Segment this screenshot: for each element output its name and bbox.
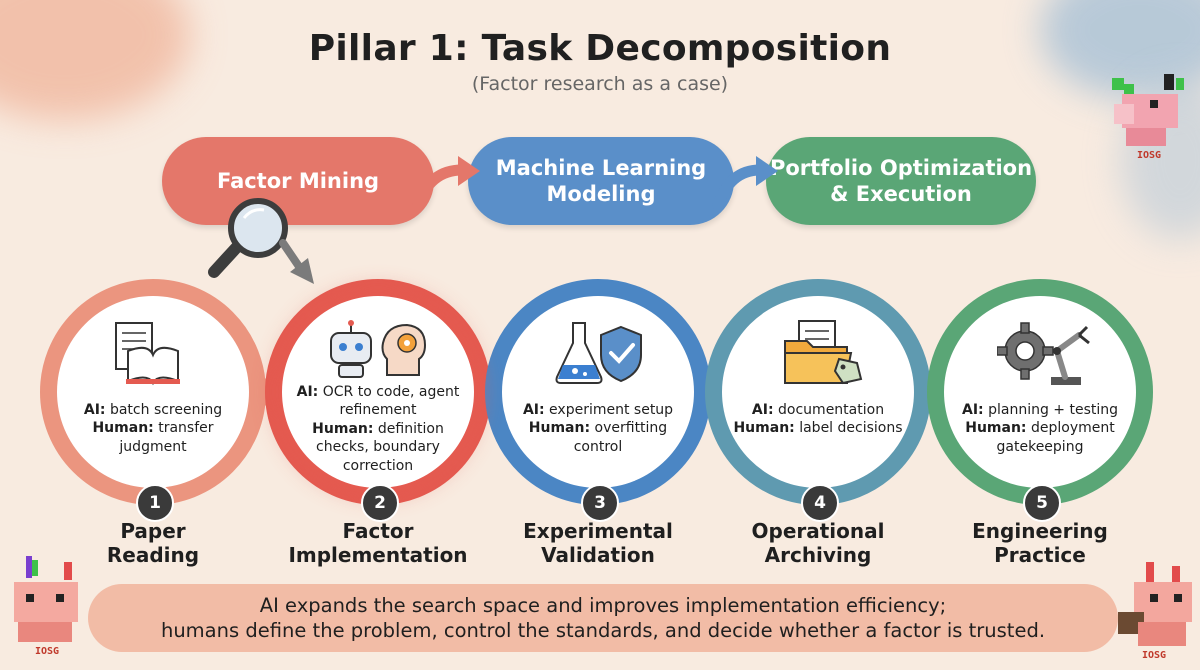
ring-interior xyxy=(502,296,694,488)
page-title: Pillar 1: Task Decomposition xyxy=(308,28,892,69)
human-label: Human: xyxy=(312,420,374,437)
step-title-line: Practice xyxy=(994,543,1086,568)
step-3: AI: experiment setup Human: overfitting … xyxy=(489,283,707,501)
step-5: AI: planning + testing Human: deployment… xyxy=(931,283,1149,501)
robot-brain-icon xyxy=(325,319,435,379)
phase-label: Factor Mining xyxy=(216,168,380,193)
step-1: AI: batch screening Human: transfer judg… xyxy=(44,283,262,501)
step-title-line: Paper xyxy=(120,519,186,543)
human-text: overfitting control xyxy=(573,420,668,455)
ai-label: AI: xyxy=(296,384,319,400)
ai-label: AI: xyxy=(961,402,984,418)
human-label: Human: xyxy=(92,420,154,437)
step-number-badge: 2 xyxy=(361,484,399,522)
ring-interior xyxy=(944,296,1136,488)
step-title: Engineering Practice xyxy=(940,519,1140,568)
curved-arrow-icon xyxy=(412,156,480,211)
step-number-badge: 5 xyxy=(1023,484,1061,522)
step-title: Factor Implementation xyxy=(278,519,478,568)
mascot-bottom-left: IOSG xyxy=(4,552,90,664)
folder-icon xyxy=(781,319,865,387)
step-description: AI: OCR to code, agent refinement Human:… xyxy=(291,383,465,475)
magnifier-icon xyxy=(208,198,314,284)
mascot-logo-text: IOSG xyxy=(1136,150,1162,161)
summary-banner: AI expands the search space and improves… xyxy=(88,584,1118,652)
mascot-top-right: IOSG xyxy=(1106,70,1192,170)
step-description: AI: planning + testing Human: deployment… xyxy=(953,401,1127,456)
step-title-line: Engineering xyxy=(972,519,1108,543)
step-number-badge: 1 xyxy=(136,484,174,522)
books-icon xyxy=(108,321,198,387)
page-subtitle: (Factor research as a case) xyxy=(471,73,729,95)
step-title-line: Operational xyxy=(751,519,885,543)
step-description: AI: batch screening Human: transfer judg… xyxy=(66,401,240,456)
step-title-line: Implementation xyxy=(288,543,468,568)
step-title: Paper Reading xyxy=(53,519,253,568)
step-number-badge: 3 xyxy=(581,484,619,522)
human-label: Human: xyxy=(528,420,591,437)
ai-text: planning + testing xyxy=(983,402,1119,418)
phase-label: Machine Learning Modeling xyxy=(495,155,707,206)
ai-label: AI: xyxy=(522,402,545,418)
step-title: Experimental Validation xyxy=(498,519,698,568)
step-description: AI: documentation Human: label decisions xyxy=(731,401,905,438)
step-title-line: Factor xyxy=(342,519,414,543)
gear-robot-arm-icon xyxy=(996,321,1093,387)
step-title-line: Experimental xyxy=(523,519,673,543)
ai-label: AI: xyxy=(751,402,774,418)
step-title-line: Archiving xyxy=(764,543,872,568)
summary-line-2: humans define the problem, control the s… xyxy=(160,619,1046,642)
phase-arrows xyxy=(208,156,778,284)
ai-label: AI: xyxy=(83,402,106,418)
ai-text: experiment setup xyxy=(544,402,674,418)
human-text: transfer judgment xyxy=(119,420,214,455)
step-title: Operational Archiving xyxy=(718,519,918,568)
mascot-logo-text: IOSG xyxy=(1141,650,1167,661)
step-title-line: Validation xyxy=(541,543,655,568)
human-text: deployment gatekeeping xyxy=(996,420,1115,455)
step-number-badge: 4 xyxy=(801,484,839,522)
ai-text: batch screening xyxy=(105,402,223,418)
phase-label: Portfolio Optimization & Execution xyxy=(769,155,1033,206)
step-4: AI: documentation Human: label decisions xyxy=(709,283,927,501)
phase-portfolio-optimization: Portfolio Optimization & Execution xyxy=(766,137,1036,225)
human-text: definition checks, boundary correction xyxy=(316,420,444,474)
mascot-logo-text: IOSG xyxy=(34,646,60,657)
step-description: AI: experiment setup Human: overfitting … xyxy=(511,401,685,456)
step-title-line: Reading xyxy=(106,543,200,568)
ai-text: documentation xyxy=(773,402,885,418)
ai-text: OCR to code, agent refinement xyxy=(318,384,460,419)
human-label: Human: xyxy=(733,420,795,437)
ring-interior xyxy=(282,296,474,488)
step-2: AI: OCR to code, agent refinement Human:… xyxy=(269,283,487,501)
flask-shield-icon xyxy=(553,319,647,387)
human-label: Human: xyxy=(965,420,1027,437)
phase-machine-learning: Machine Learning Modeling xyxy=(468,137,734,225)
human-text: label decisions xyxy=(794,420,903,437)
curved-arrow-icon xyxy=(712,156,778,211)
summary-line-1: AI expands the search space and improves… xyxy=(259,593,947,617)
phase-factor-mining: Factor Mining xyxy=(162,137,434,225)
mascot-bottom-right: IOSG xyxy=(1112,560,1196,666)
